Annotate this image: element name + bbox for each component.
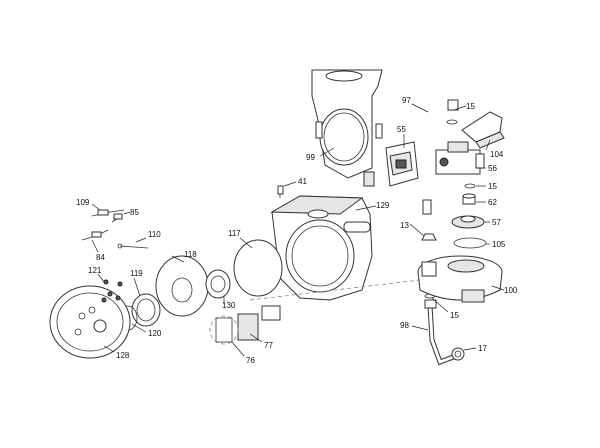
callout-56: 56 xyxy=(488,164,497,173)
part-57-flange xyxy=(451,215,485,229)
part-99-flue-hood xyxy=(311,69,383,187)
part-128-front-plate xyxy=(49,285,131,359)
part-77-frame xyxy=(237,305,281,341)
callout-129: 129 xyxy=(376,201,390,210)
assembly-axis-line xyxy=(249,279,421,301)
callout-128: 128 xyxy=(116,351,130,360)
callout-15-top: 15 xyxy=(466,102,475,111)
callout-13: 13 xyxy=(400,221,409,230)
leader-lines xyxy=(91,103,505,357)
part-100-blower xyxy=(417,255,503,303)
callout-77: 77 xyxy=(264,341,273,350)
callout-85: 85 xyxy=(130,208,139,217)
part-117-disc xyxy=(233,239,283,297)
callout-15-mid: 15 xyxy=(488,182,497,191)
callout-57: 57 xyxy=(492,218,501,227)
callout-130: 130 xyxy=(222,301,236,310)
callout-97: 97 xyxy=(402,96,411,105)
callout-109: 109 xyxy=(76,198,90,207)
callout-17: 17 xyxy=(478,344,487,353)
part-56-gas-valve xyxy=(435,141,485,175)
part-97-gas-pipe xyxy=(422,90,459,215)
part-130-tube-adapter xyxy=(205,269,231,299)
callout-41: 41 xyxy=(298,177,307,186)
callout-120: 120 xyxy=(148,329,162,338)
callout-labels: 15 97 55 104 99 56 15 41 62 129 57 13 10… xyxy=(76,96,518,365)
part-84-electrode xyxy=(81,229,109,241)
part-119-gasket xyxy=(131,293,161,327)
callout-98: 98 xyxy=(400,321,409,330)
callout-105: 105 xyxy=(492,240,506,249)
callout-119: 119 xyxy=(130,269,143,278)
part-62-fitting xyxy=(462,193,476,205)
part-85-electrode xyxy=(111,213,123,223)
part-121-screws xyxy=(101,279,123,303)
part-110-rod xyxy=(117,243,149,249)
callout-100: 100 xyxy=(504,286,518,295)
callout-55: 55 xyxy=(397,125,406,134)
part-98-lower-pipe xyxy=(424,299,457,366)
callout-121: 121 xyxy=(88,266,102,275)
part-55-control-module xyxy=(385,141,419,187)
part-105-gasket xyxy=(453,237,487,249)
part-129-combustion-chamber xyxy=(270,195,373,301)
callout-76: 76 xyxy=(246,356,255,365)
part-17-nut xyxy=(451,347,465,361)
part-118-plate xyxy=(155,255,209,317)
callout-110: 110 xyxy=(148,230,161,239)
callout-118: 118 xyxy=(184,250,197,259)
part-41-sensor xyxy=(277,185,284,198)
callout-62: 62 xyxy=(488,198,497,207)
part-109-electrode xyxy=(91,209,125,217)
callout-84: 84 xyxy=(96,253,105,262)
part-13-cap xyxy=(421,233,437,241)
callout-104: 104 xyxy=(490,150,504,159)
callout-15-low: 15 xyxy=(450,311,459,320)
callout-99: 99 xyxy=(306,153,315,162)
callout-117: 117 xyxy=(228,229,241,238)
part-76-window xyxy=(209,315,239,345)
